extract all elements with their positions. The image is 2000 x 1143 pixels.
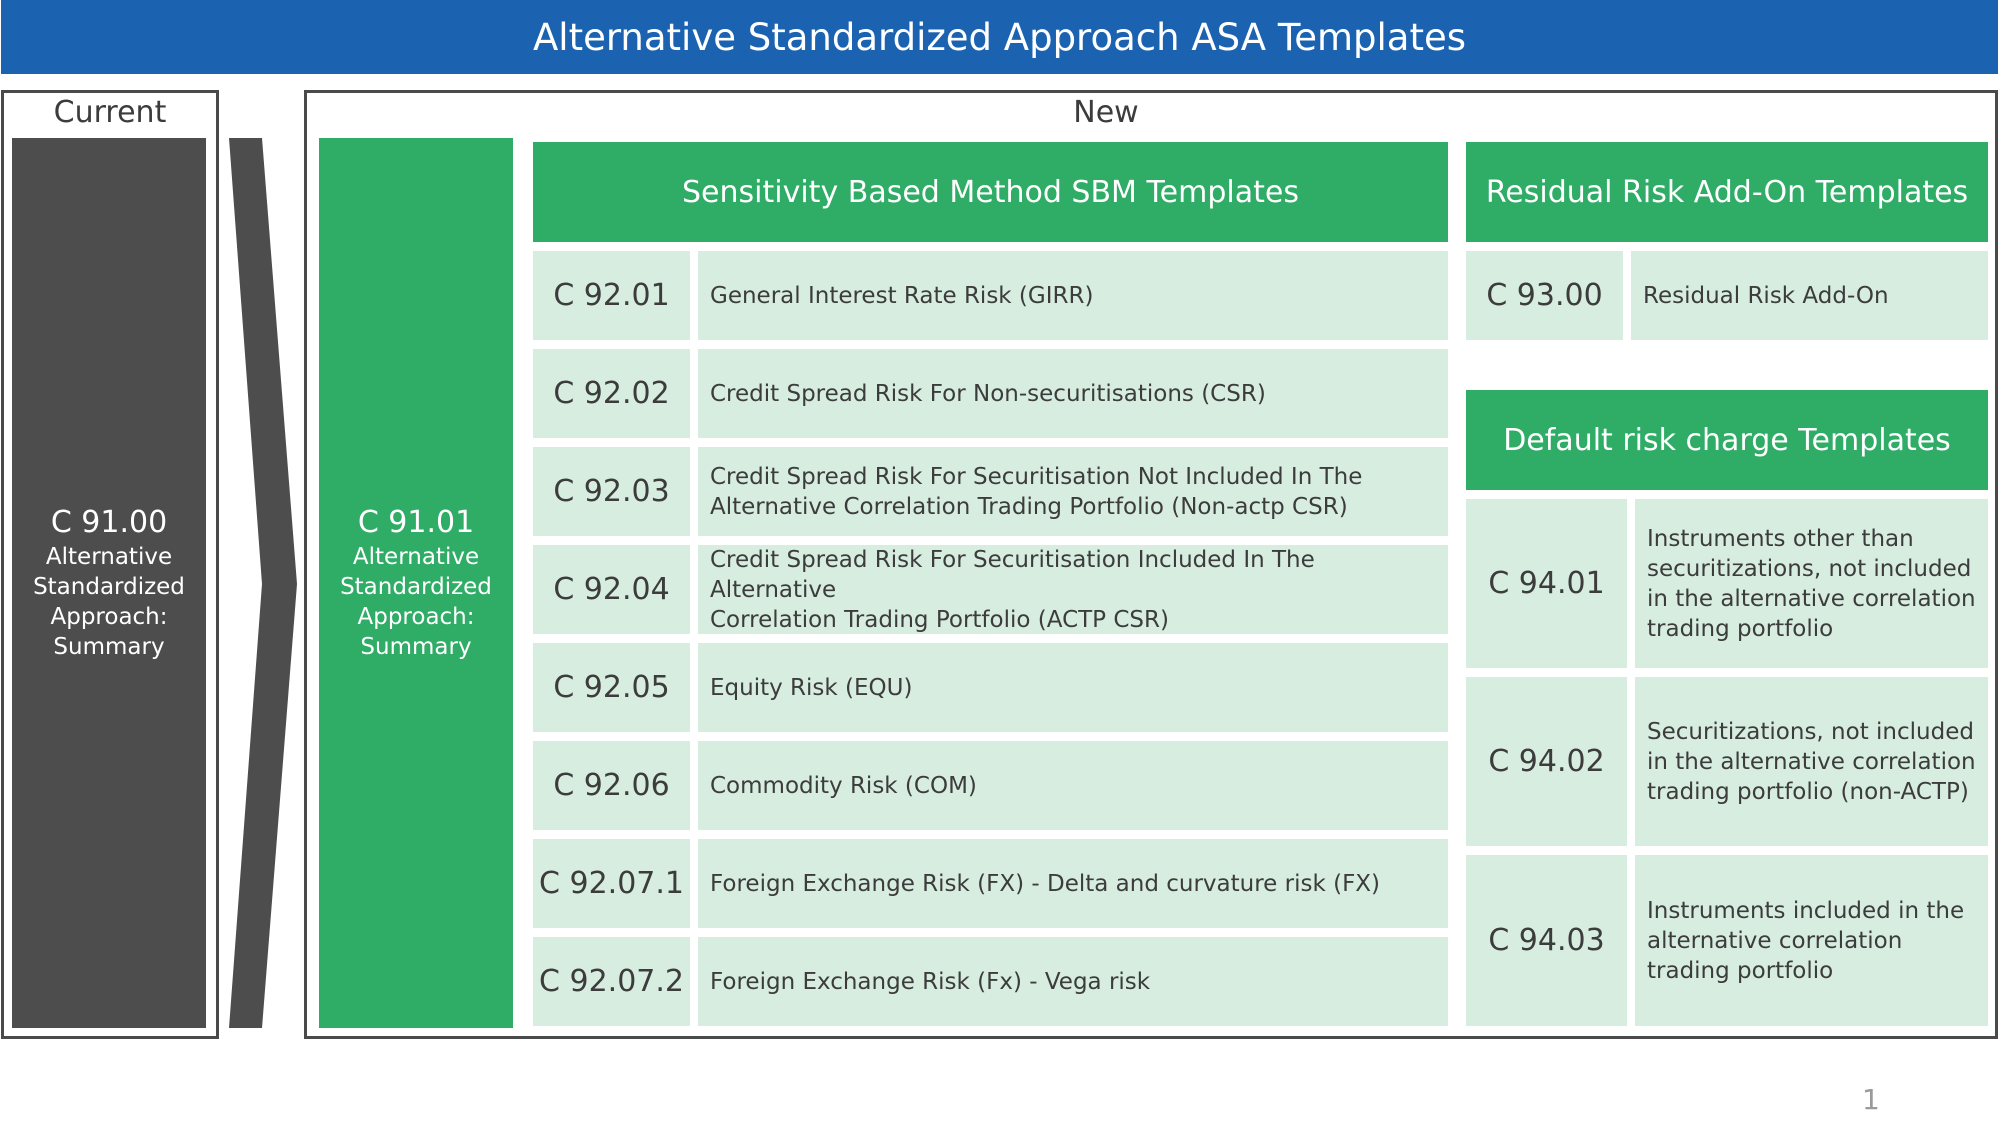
sbm-template-description-line: General Interest Rate Risk (GIRR) [710,282,1094,309]
new-summary-block: C 91.01 Alternative Standardized Approac… [319,138,513,1028]
sbm-template-description-line: Credit Spread Risk For Securitisation No… [710,463,1363,490]
drc-template-description-line: alternative correlation [1647,927,1903,954]
current-summary-line: Approach: [50,604,168,630]
sbm-template-description-line: Commodity Risk (COM) [710,772,977,799]
sbm-template-description-line: Foreign Exchange Risk (Fx) - Vega risk [710,968,1151,995]
sbm-template-description: Credit Spread Risk For Non-securitisatio… [698,349,1448,438]
current-summary-line: Alternative [45,544,173,570]
residual-template-code: C 93.00 [1466,251,1623,340]
current-summary-line: Summary [53,634,165,660]
sbm-template-description: Commodity Risk (COM) [698,741,1448,830]
sbm-template-description-line: Correlation Trading Portfolio (ACTP CSR) [710,606,1169,633]
drc-template-description-line: in the alternative correlation [1647,748,1976,775]
drc-template-description-line: trading portfolio (non-ACTP) [1647,778,1969,805]
sbm-template-code: C 92.07.1 [533,839,690,928]
new-summary-code: C 91.01 [357,505,475,540]
drc-template-code: C 94.03 [1466,855,1627,1026]
default-risk-charge-templates-header: Default risk charge Templates [1466,390,1988,490]
sbm-template-description-line: Alternative Correlation Trading Portfoli… [710,493,1348,520]
sbm-template-description-line: Credit Spread Risk For Non-securitisatio… [710,380,1266,407]
drc-template-description-line: Instruments included in the [1647,897,1965,924]
drc-template-code: C 94.01 [1466,499,1627,668]
sbm-template-description-line: Equity Risk (EQU) [710,674,913,701]
residual-template-description: Residual Risk Add-On [1631,251,1988,340]
sbm-template-description: Equity Risk (EQU) [698,643,1448,732]
new-summary-line: Summary [360,634,472,660]
drc-template-description: Instruments other than securitizations, n… [1635,499,1988,668]
drc-template-description-line: securitizations, not included [1647,555,1972,582]
sbm-template-code: C 92.04 [533,545,690,634]
new-summary-line: Alternative [352,544,480,570]
sbm-template-code: C 92.06 [533,741,690,830]
new-label: New [1073,95,1139,130]
page-title: Alternative Standardized Approach ASA Te… [1,0,1998,74]
current-summary-block: C 91.00 Alternative Standardized Approac… [12,138,206,1028]
drc-template-description-line: Securitizations, not included [1647,718,1974,745]
drc-template-description-line: trading portfolio [1647,615,1834,642]
sbm-template-description: Foreign Exchange Risk (Fx) - Vega risk [698,937,1448,1026]
current-label: Current [53,95,167,130]
page-number: 1 [1862,1083,1880,1116]
sbm-template-code: C 92.03 [533,447,690,536]
new-summary-line: Approach: [357,604,475,630]
sbm-template-description: Credit Spread Risk For Securitisation In… [698,545,1448,634]
drc-template-description: Securitizations, not included in the alte… [1635,677,1988,846]
sbm-template-code: C 92.07.2 [533,937,690,1026]
residual-risk-templates-header: Residual Risk Add-On Templates [1466,142,1988,242]
sbm-template-description: Foreign Exchange Risk (FX) - Delta and c… [698,839,1448,928]
sbm-template-description-line: Credit Spread Risk For Securitisation In… [710,546,1315,603]
drc-template-description-line: trading portfolio [1647,957,1834,984]
sbm-template-description: General Interest Rate Risk (GIRR) [698,251,1448,340]
current-summary-line: Standardized [33,574,185,600]
sbm-template-code: C 92.05 [533,643,690,732]
drc-template-description-line: in the alternative correlation [1647,585,1976,612]
current-summary-code: C 91.00 [50,505,168,540]
sbm-template-code: C 92.02 [533,349,690,438]
chevron-arrow-icon [229,138,297,1028]
residual-template-description-line: Residual Risk Add-On [1643,282,1889,309]
drc-template-description-line: Instruments other than [1647,525,1914,552]
new-summary-line: Standardized [340,574,492,600]
sbm-template-description: Credit Spread Risk For Securitisation No… [698,447,1448,536]
sbm-template-description-line: Foreign Exchange Risk (FX) - Delta and c… [710,870,1381,897]
sbm-templates-header: Sensitivity Based Method SBM Templates [533,142,1448,242]
drc-template-description: Instruments included in the alternative c… [1635,855,1988,1026]
drc-template-code: C 94.02 [1466,677,1627,846]
sbm-template-code: C 92.01 [533,251,690,340]
